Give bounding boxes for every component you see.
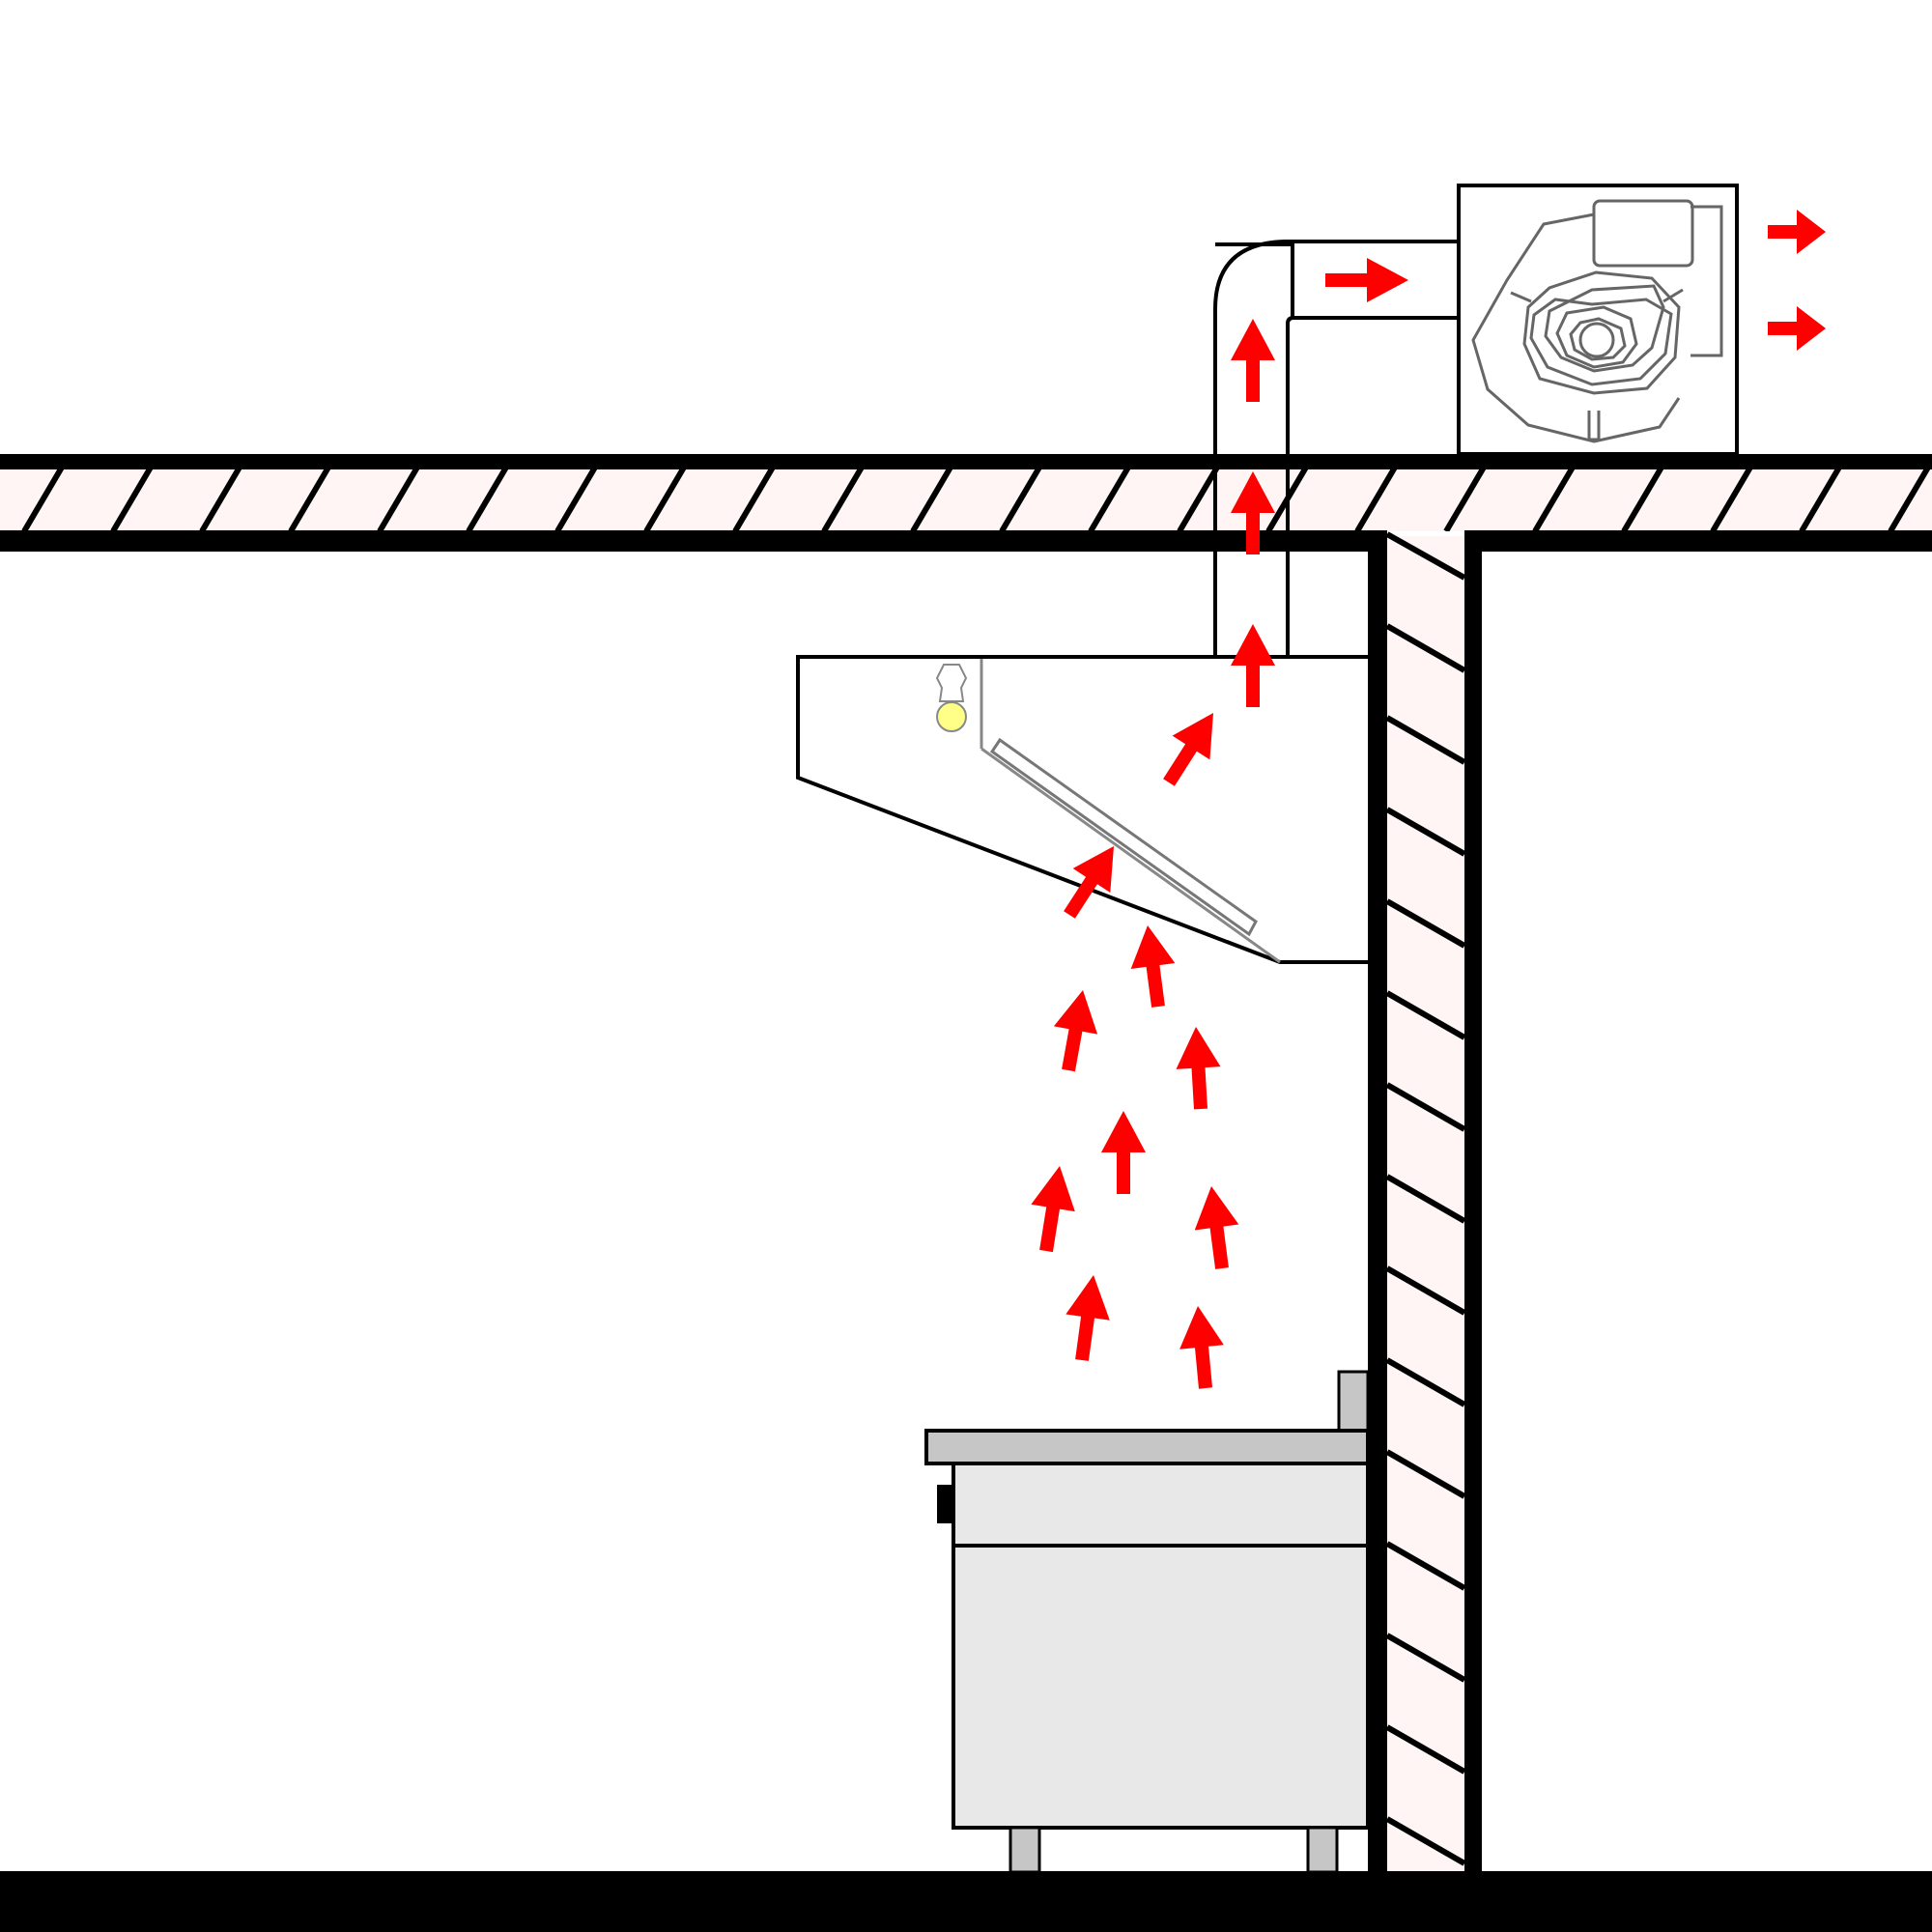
red-arrow-icon bbox=[1053, 990, 1098, 1072]
centrifugal-fan-icon bbox=[1457, 184, 1739, 456]
ceiling-hatch-line bbox=[910, 466, 954, 531]
wall-hatch-line bbox=[1387, 623, 1464, 673]
ceiling-hatch-line bbox=[1710, 466, 1754, 531]
red-arrow-icon bbox=[1176, 1027, 1221, 1110]
wall bbox=[1368, 531, 1482, 1874]
ceiling-hatch-line bbox=[554, 466, 599, 531]
red-arrow-icon bbox=[1163, 713, 1213, 786]
ceiling bbox=[0, 454, 1932, 552]
ceiling-hatch-line bbox=[377, 466, 421, 531]
wall-hatch-line bbox=[1387, 898, 1464, 949]
ceiling-hatch-line bbox=[1888, 466, 1932, 531]
red-arrow-icon bbox=[1194, 1186, 1239, 1269]
ceiling-hatch-line bbox=[288, 466, 332, 531]
grease-filter-icon bbox=[989, 737, 1258, 937]
wall-hatch-line bbox=[1387, 1541, 1464, 1591]
ceiling-hatch-line bbox=[110, 466, 155, 531]
ceiling-hatch-line bbox=[999, 466, 1043, 531]
wall-hatch-line bbox=[1387, 807, 1464, 857]
wall-hatch-line bbox=[1387, 1265, 1464, 1316]
ceiling-hatch-line bbox=[1088, 466, 1132, 531]
wall-hatch-line bbox=[1387, 1449, 1464, 1499]
red-arrow-icon bbox=[1130, 925, 1176, 1008]
wall-hatch-line bbox=[1387, 1816, 1464, 1866]
wall-hatch-line bbox=[1387, 1357, 1464, 1407]
red-arrow-icon bbox=[1101, 1111, 1146, 1194]
wall-hatch-line bbox=[1387, 1082, 1464, 1132]
ceiling-hatch-line bbox=[1354, 466, 1399, 531]
floor bbox=[0, 1871, 1932, 1932]
ceiling-hatch-line bbox=[1621, 466, 1665, 531]
red-arrow-icon bbox=[1231, 624, 1275, 707]
red-arrow-icon bbox=[1179, 1306, 1224, 1389]
red-arrow-icon bbox=[1231, 471, 1275, 554]
ceiling-hatch-line bbox=[1177, 466, 1221, 531]
red-arrow-icon bbox=[1768, 306, 1826, 351]
ceiling-hatch-line bbox=[821, 466, 866, 531]
red-arrow-icon bbox=[1325, 258, 1408, 302]
ceiling-hatch-line bbox=[21, 466, 66, 531]
wall-hatch-line bbox=[1387, 1633, 1464, 1683]
red-arrow-icon bbox=[1231, 319, 1275, 402]
exhaust-duct bbox=[1213, 240, 1459, 658]
red-arrow-icon bbox=[1065, 1275, 1110, 1361]
ceiling-hatch-line bbox=[466, 466, 510, 531]
cooking-appliance bbox=[924, 1370, 1370, 1874]
ceiling-hatch-line bbox=[643, 466, 688, 531]
wall-hatch-line bbox=[1387, 990, 1464, 1040]
light-bulb-icon bbox=[935, 664, 968, 732]
ceiling-hatch-line bbox=[1532, 466, 1577, 531]
red-arrow-icon bbox=[1031, 1166, 1075, 1253]
ceiling-hatch-line bbox=[732, 466, 777, 531]
wall-hatch-line bbox=[1387, 715, 1464, 765]
ceiling-hatch-line bbox=[1799, 466, 1843, 531]
red-arrow-icon bbox=[1768, 210, 1826, 254]
wall-hatch-line bbox=[1387, 1174, 1464, 1224]
ceiling-hatch-line bbox=[1443, 466, 1488, 531]
wall-hatch-line bbox=[1387, 1724, 1464, 1775]
airflow-arrows bbox=[1031, 210, 1826, 1389]
ceiling-hatch-line bbox=[199, 466, 243, 531]
red-arrow-icon bbox=[1064, 846, 1114, 919]
